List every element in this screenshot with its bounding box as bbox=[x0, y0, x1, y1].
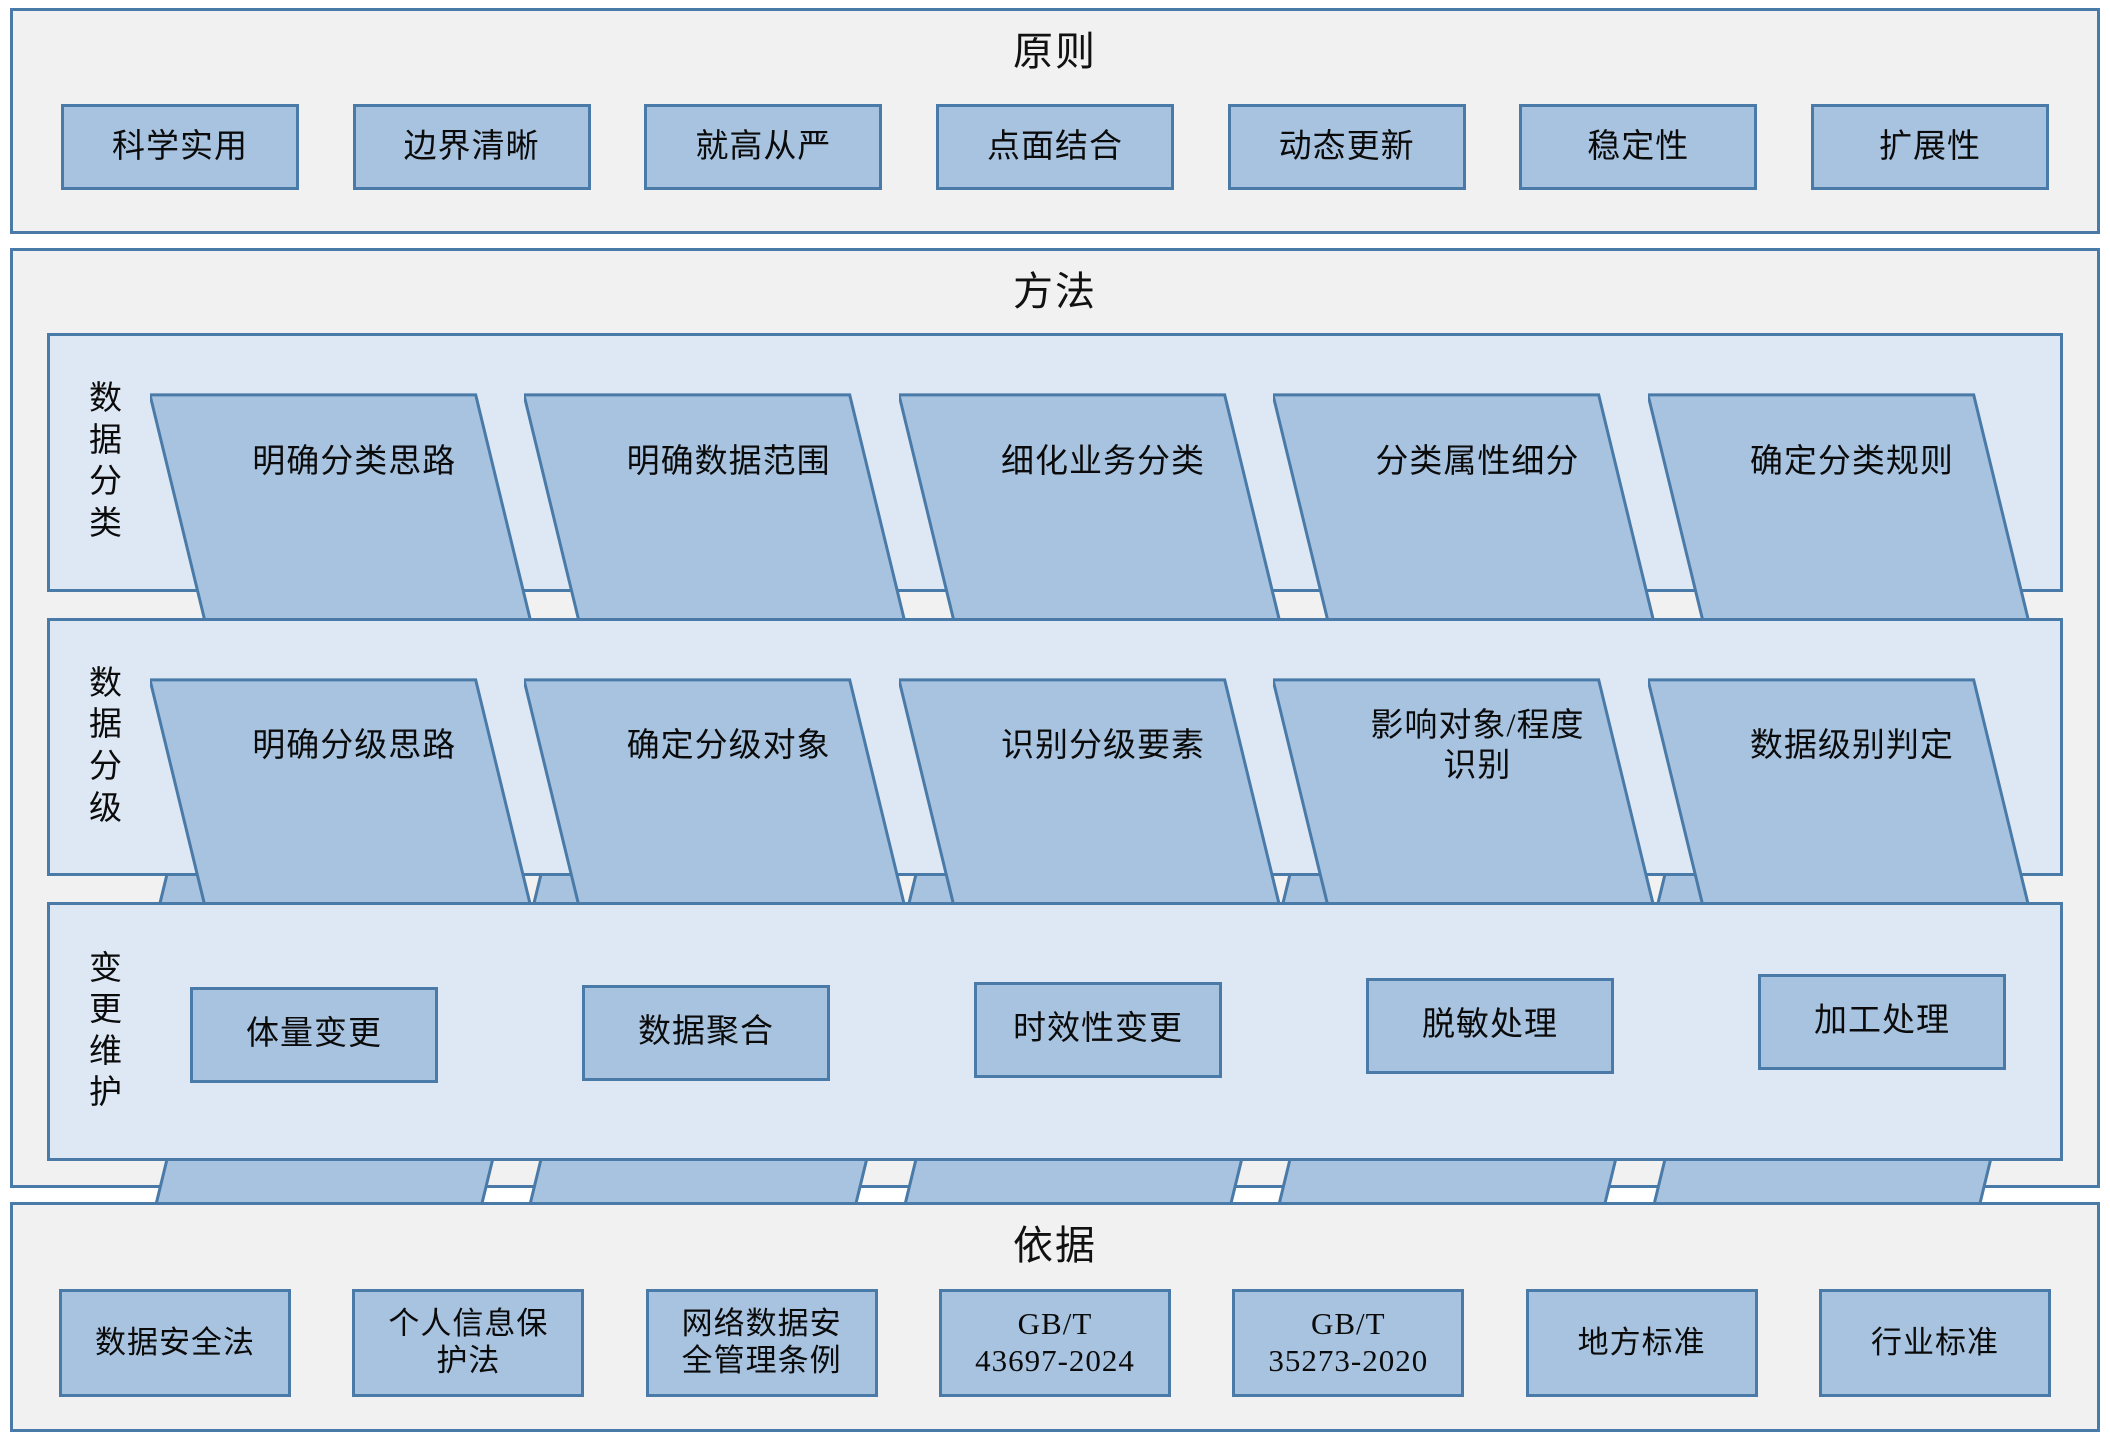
chevron-label: 确定分类规则 bbox=[1749, 443, 1954, 480]
basis-box[interactable]: 网络数据安 全管理条例 bbox=[645, 1289, 878, 1397]
principle-box[interactable]: 动态更新 bbox=[1227, 104, 1466, 190]
chevron-label: 分类属性细分 bbox=[1375, 443, 1580, 480]
chevron-label: 数据级别判定 bbox=[1749, 728, 1954, 765]
principles-title: 原则 bbox=[1013, 29, 1097, 74]
chevron-step[interactable]: 分类属性细分 bbox=[1273, 391, 1666, 533]
principle-box[interactable]: 边界清晰 bbox=[352, 104, 591, 190]
chevron-step[interactable]: 影响对象/程度 识别 bbox=[1273, 676, 1666, 818]
band-label-char: 类 bbox=[89, 505, 123, 542]
band-data-grading: 数 据 分 级 明确分级思路 bbox=[47, 617, 2063, 877]
band-label-char: 维 bbox=[89, 1033, 123, 1070]
band-content: 体量变更 数据聚合 时效性变更 脱敏处理 加工处理 bbox=[150, 905, 2060, 1158]
band-label-data-classification: 数 据 分 类 bbox=[50, 379, 150, 545]
band-label-char: 据 bbox=[89, 422, 123, 459]
chevron-step[interactable]: 细化业务分类 bbox=[898, 391, 1292, 533]
band-content: 明确分类思路 明确数据范围 细化业务分类 bbox=[150, 336, 2060, 589]
band-label-char: 护 bbox=[89, 1075, 123, 1112]
band-change-maintenance: 变 更 维 护 体量变更 数据聚合 时效性变更 脱敏处理 加工处理 bbox=[47, 902, 2063, 1162]
principle-box[interactable]: 科学实用 bbox=[61, 104, 299, 190]
basis-box[interactable]: 个人信息保 护法 bbox=[352, 1289, 585, 1397]
method-body: 数 据 分 类 明确分类思路 bbox=[13, 317, 2097, 1185]
basis-box[interactable]: GB/T 43697-2024 bbox=[938, 1289, 1171, 1397]
band-label-char: 更 bbox=[89, 992, 123, 1029]
principle-box[interactable]: 点面结合 bbox=[935, 104, 1174, 190]
maintenance-box[interactable]: 数据聚合 bbox=[582, 984, 830, 1081]
basis-row: 数据安全法 个人信息保 护法 网络数据安 全管理条例 GB/T 43697-20… bbox=[13, 1271, 2097, 1429]
principle-box[interactable]: 扩展性 bbox=[1810, 104, 2049, 190]
chevron-label: 识别分级要素 bbox=[1001, 728, 1206, 765]
principle-box[interactable]: 稳定性 bbox=[1519, 104, 1758, 190]
chevron-step[interactable]: 确定分类规则 bbox=[1647, 391, 2041, 533]
basis-panel: 依据 数据安全法 个人信息保 护法 网络数据安 全管理条例 GB/T 43697… bbox=[10, 1202, 2100, 1432]
chevron-step[interactable]: 明确分类思路 bbox=[150, 391, 543, 533]
chevron-step[interactable]: 明确分级思路 bbox=[150, 676, 543, 818]
band-label-char: 分 bbox=[89, 464, 123, 501]
band-label-char: 变 bbox=[89, 950, 123, 987]
band-label-char: 据 bbox=[89, 707, 123, 744]
band-label-data-grading: 数 据 分 级 bbox=[50, 664, 150, 830]
band-label-char: 分 bbox=[89, 749, 123, 785]
chevron-label: 明确分类思路 bbox=[252, 443, 457, 480]
chevron-label: 明确分级思路 bbox=[252, 728, 457, 765]
band-label-change-maintenance: 变 更 维 护 bbox=[50, 949, 150, 1115]
maintenance-box[interactable]: 体量变更 bbox=[190, 986, 438, 1083]
chevron-step[interactable]: 明确数据范围 bbox=[524, 391, 917, 533]
method-title: 方法 bbox=[1013, 269, 1097, 314]
chevron-label: 影响对象/程度 识别 bbox=[1370, 708, 1585, 784]
chevron-step[interactable]: 数据级别判定 bbox=[1647, 676, 2041, 818]
chevron-label: 明确数据范围 bbox=[626, 443, 831, 480]
band-label-char: 数 bbox=[89, 665, 123, 702]
band-label-char: 级 bbox=[89, 790, 123, 827]
method-panel: 方法 数 据 分 类 明确分类思路 bbox=[10, 248, 2100, 1188]
maintenance-box[interactable]: 时效性变更 bbox=[974, 981, 1222, 1078]
chevron-row-grading: 明确分级思路 确定分级对象 识别分级要素 bbox=[150, 676, 2041, 818]
principle-box[interactable]: 就高从严 bbox=[644, 104, 883, 190]
maintenance-row: 体量变更 数据聚合 时效性变更 脱敏处理 加工处理 bbox=[150, 905, 2040, 1158]
chevron-label: 细化业务分类 bbox=[1001, 443, 1206, 480]
band-label-char: 数 bbox=[89, 381, 123, 418]
chevron-step[interactable]: 识别分级要素 bbox=[898, 676, 1292, 818]
principles-row: 科学实用 边界清晰 就高从严 点面结合 动态更新 稳定性 扩展性 bbox=[13, 77, 2097, 231]
basis-title: 依据 bbox=[1013, 1223, 1097, 1268]
basis-box[interactable]: 行业标准 bbox=[1818, 1289, 2051, 1397]
basis-box[interactable]: 数据安全法 bbox=[59, 1289, 291, 1397]
band-content: 明确分级思路 确定分级对象 识别分级要素 bbox=[150, 621, 2060, 874]
basis-box[interactable]: 地方标准 bbox=[1525, 1289, 1758, 1397]
chevron-label: 确定分级对象 bbox=[626, 728, 831, 765]
principles-panel: 原则 科学实用 边界清晰 就高从严 点面结合 动态更新 稳定性 扩展性 bbox=[10, 8, 2100, 234]
maintenance-box[interactable]: 脱敏处理 bbox=[1366, 977, 1614, 1074]
chevron-step[interactable]: 确定分级对象 bbox=[524, 676, 917, 818]
maintenance-box[interactable]: 加工处理 bbox=[1758, 973, 2006, 1070]
band-data-classification: 数 据 分 类 明确分类思路 bbox=[47, 333, 2063, 592]
chevron-row-classification: 明确分类思路 明确数据范围 细化业务分类 bbox=[150, 391, 2041, 533]
basis-box[interactable]: GB/T 35273-2020 bbox=[1232, 1289, 1465, 1397]
